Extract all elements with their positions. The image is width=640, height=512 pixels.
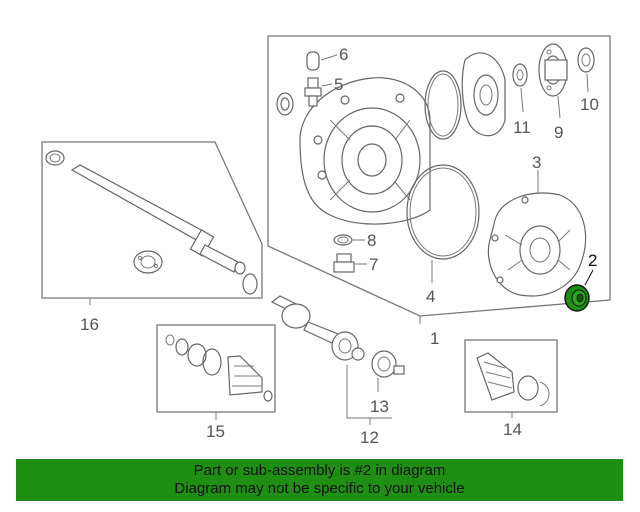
o-ring-upper[interactable] — [424, 70, 462, 140]
part-10-seal[interactable] — [577, 47, 595, 73]
parts-diagram: 1 6 5 — [41, 35, 611, 447]
group-frame-15 — [156, 324, 276, 413]
callout-1[interactable]: 1 — [430, 329, 439, 348]
part-14-boot-kit[interactable] — [476, 352, 550, 407]
leader-12 — [346, 365, 392, 419]
part-2-seal-highlighted[interactable] — [564, 284, 590, 312]
part-15-boot-kit[interactable] — [165, 334, 273, 402]
cover-plate-upper[interactable] — [461, 52, 506, 137]
callout-9[interactable]: 9 — [554, 123, 563, 142]
part-6-cap[interactable] — [306, 51, 320, 71]
part-4-gasket[interactable] — [406, 164, 480, 260]
part-11-ring[interactable] — [512, 63, 528, 87]
info-banner: Part or sub-assembly is #2 in diagram Di… — [16, 459, 623, 501]
callout-5[interactable]: 5 — [334, 75, 343, 94]
callout-8[interactable]: 8 — [367, 231, 376, 250]
part-5-fitting[interactable] — [304, 77, 322, 107]
callout-2[interactable]: 2 — [588, 251, 597, 270]
callout-10[interactable]: 10 — [580, 95, 599, 114]
callout-16[interactable]: 16 — [80, 315, 99, 334]
cv-axle-assembly[interactable] — [270, 295, 359, 361]
callout-3[interactable]: 3 — [532, 153, 541, 172]
callout-11[interactable]: 11 — [513, 118, 531, 137]
leader-10 — [586, 73, 589, 93]
leader-2 — [584, 269, 594, 286]
callout-6[interactable]: 6 — [339, 45, 348, 64]
group-frame-16 — [41, 141, 263, 299]
callout-12[interactable]: 12 — [360, 428, 379, 447]
banner-line-2: Diagram may not be specific to your vehi… — [174, 480, 465, 497]
part-3-cover[interactable] — [487, 192, 587, 297]
part-7-plug[interactable] — [333, 253, 355, 273]
banner-line-1: Part or sub-assembly is #2 in diagram — [193, 462, 446, 479]
callout-13[interactable]: 13 — [370, 397, 389, 416]
leader-5 — [321, 83, 333, 87]
leader-6 — [320, 54, 338, 61]
housing-seal[interactable] — [276, 92, 294, 116]
axle-shaft[interactable] — [45, 150, 246, 275]
group-frame-1 — [267, 35, 611, 317]
axle-bearing[interactable] — [133, 250, 163, 274]
callout-14[interactable]: 14 — [503, 420, 522, 439]
part-13-joint[interactable] — [351, 347, 405, 378]
part-9-flange[interactable] — [538, 43, 568, 97]
callout-15[interactable]: 15 — [206, 422, 225, 441]
leader-11 — [520, 87, 524, 113]
differential-housing[interactable] — [299, 77, 431, 225]
axle-snap-ring[interactable] — [242, 273, 258, 295]
group-frame-14 — [464, 339, 558, 413]
callout-4[interactable]: 4 — [426, 287, 435, 306]
leader-9 — [557, 95, 561, 119]
part-8-ring[interactable] — [333, 234, 353, 246]
callout-7[interactable]: 7 — [369, 255, 378, 274]
